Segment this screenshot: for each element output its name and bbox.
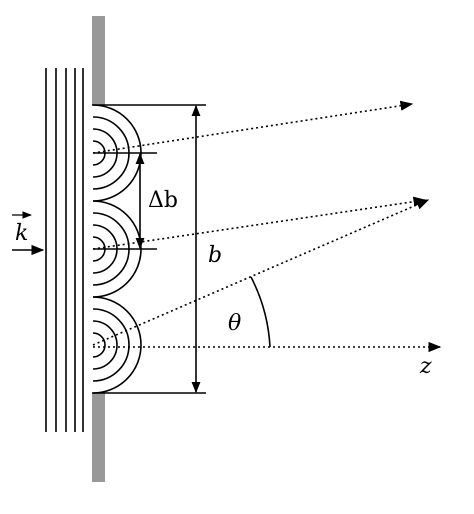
wave-vector-label: k xyxy=(15,221,28,246)
ray-from-middle-source xyxy=(92,196,427,250)
angle-label: θ xyxy=(228,311,241,336)
slit-spacing-label: Δb xyxy=(148,188,178,213)
diffracted-rays xyxy=(92,100,442,353)
ray-from-top-source xyxy=(92,100,414,154)
wavelet-group-bottom xyxy=(92,296,142,394)
wave-vector: k xyxy=(12,211,45,256)
angle-arc xyxy=(250,276,271,348)
incident-wavefronts xyxy=(45,68,84,432)
aperture-width-label: b xyxy=(208,243,222,268)
axis-label: z xyxy=(419,354,432,379)
ray-from-bottom-source xyxy=(92,199,430,346)
